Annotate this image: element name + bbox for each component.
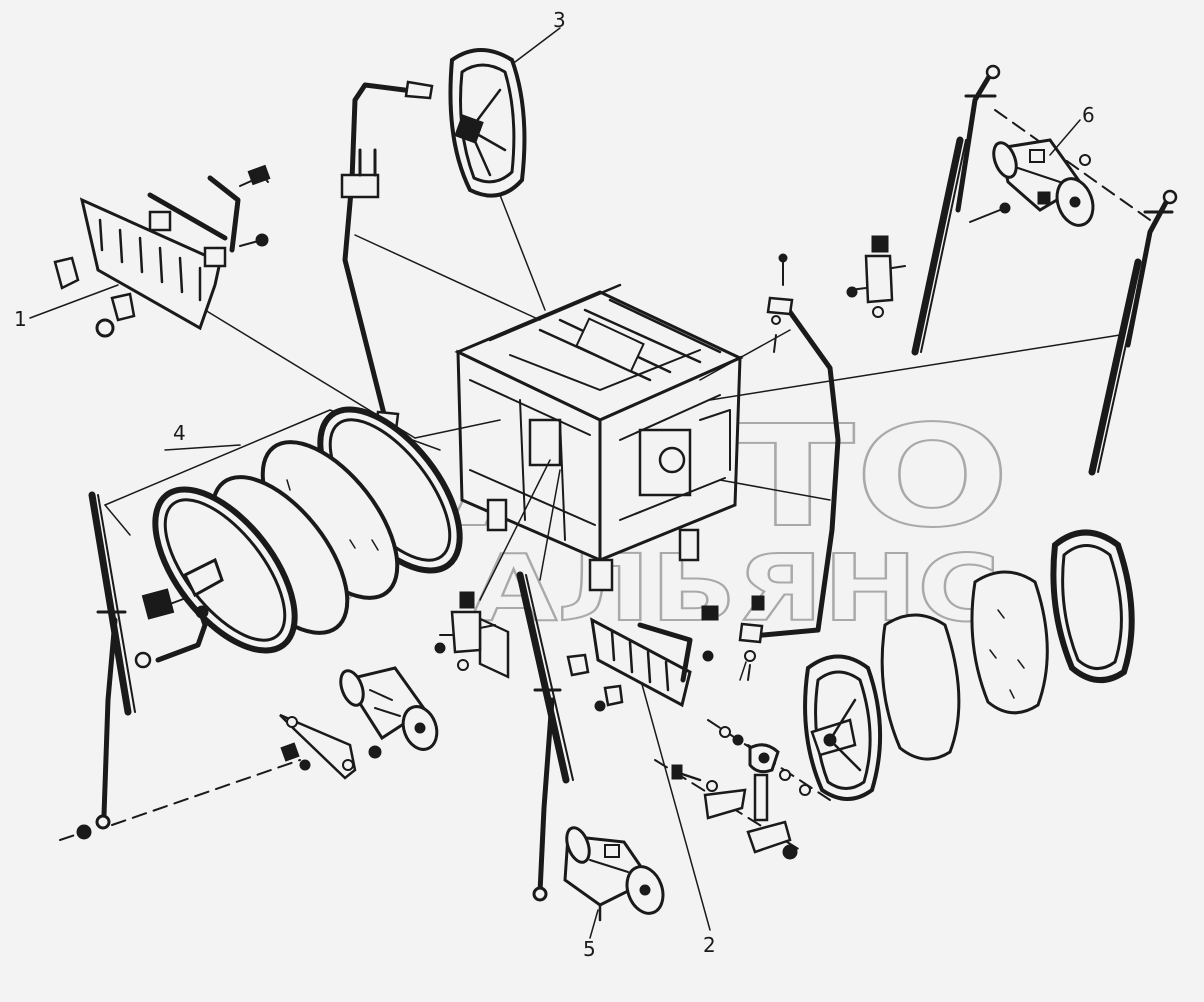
mirror-right-lower [803, 654, 883, 801]
mirror-bracket-right [738, 253, 841, 681]
clamp-hardware [654, 719, 831, 860]
wiper-left [59, 491, 301, 841]
valve-fitting-right [846, 235, 906, 318]
mirror-top [448, 27, 561, 198]
wiper-right-upper [911, 64, 1001, 356]
mirror-bracket-arm [340, 80, 434, 432]
wiper-motor-left [279, 666, 439, 780]
valve-fitting-center [434, 591, 496, 671]
wiper-motor-center [563, 826, 665, 922]
leader-5 [589, 909, 599, 939]
wiper-motor-right [969, 109, 1151, 227]
wiper-right-lower [1088, 189, 1178, 476]
sun-visor-center [566, 605, 719, 712]
wiper-center [516, 571, 574, 902]
leader-hardware [739, 661, 747, 681]
callout-3: 3 [553, 8, 566, 32]
callout-5: 5 [583, 937, 596, 961]
callout-4: 4 [173, 421, 186, 445]
window-glass-set-left [152, 406, 463, 654]
callout-6: 6 [1082, 103, 1095, 127]
callout-1: 1 [14, 307, 27, 331]
mirror-knob-left [134, 557, 224, 669]
window-glass-set-right [880, 529, 1135, 761]
callout-2: 2 [703, 933, 716, 957]
sun-visor-left [29, 164, 271, 338]
